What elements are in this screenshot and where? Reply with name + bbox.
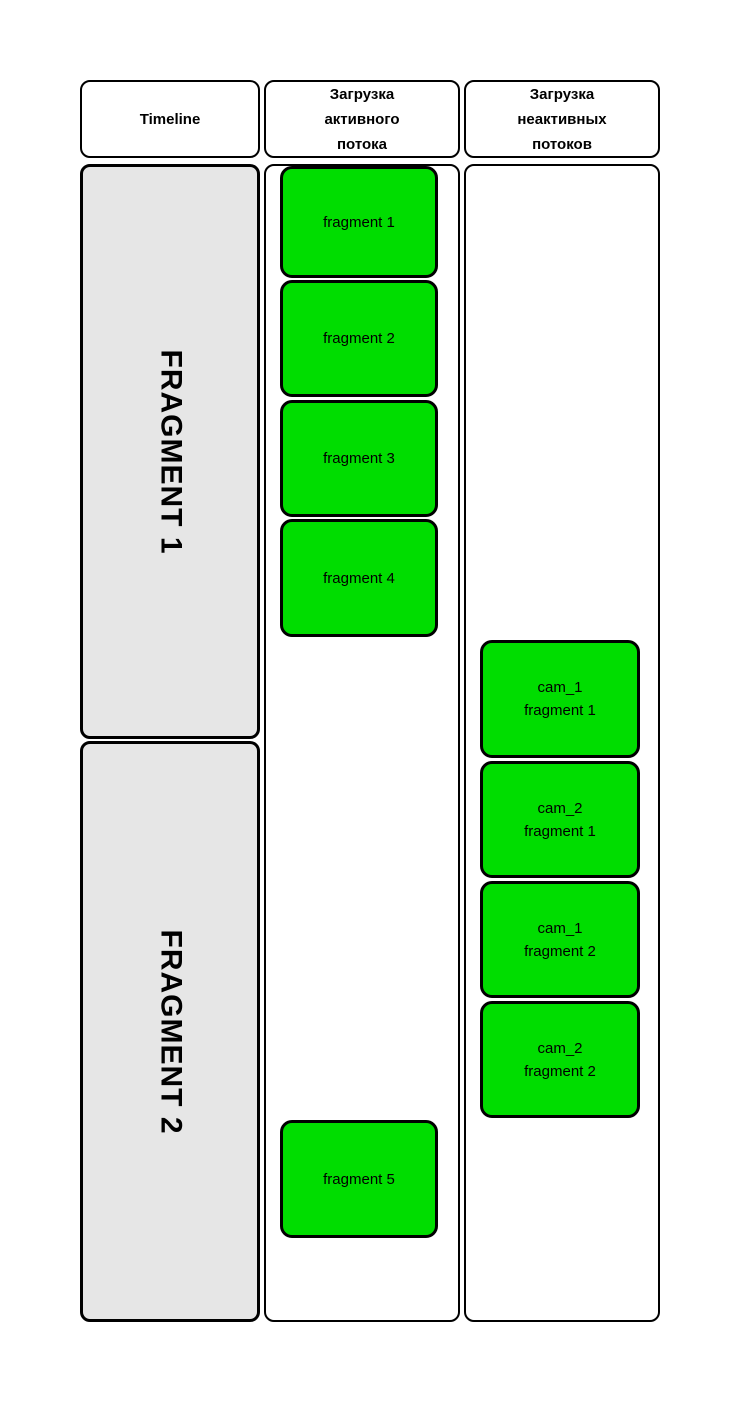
active-fragment-1-block: fragment 1: [280, 166, 438, 278]
timeline-fragment-1-block: FRAGMENT 1: [80, 164, 260, 739]
active-fragment-3-block: fragment 3: [280, 400, 438, 517]
timeline-fragment-2-label: FRAGMENT 2: [154, 929, 187, 1134]
inactive-streams-column-header: Загрузка неактивных потоков: [464, 80, 660, 158]
timeline-column-header: Timeline: [80, 80, 260, 158]
inactive-cam1-fragment-2-block: cam_1 fragment 2: [480, 881, 640, 998]
active-fragment-2-block: fragment 2: [280, 280, 438, 397]
active-stream-column-header: Загрузка активного потока: [264, 80, 460, 158]
timeline-fragment-2-block: FRAGMENT 2: [80, 741, 260, 1322]
active-fragment-4-block: fragment 4: [280, 519, 438, 637]
inactive-cam1-fragment-1-block: cam_1 fragment 1: [480, 640, 640, 758]
active-fragment-5-block: fragment 5: [280, 1120, 438, 1238]
timeline-fragment-1-label: FRAGMENT 1: [154, 349, 187, 554]
inactive-cam2-fragment-2-block: cam_2 fragment 2: [480, 1001, 640, 1118]
inactive-cam2-fragment-1-block: cam_2 fragment 1: [480, 761, 640, 878]
